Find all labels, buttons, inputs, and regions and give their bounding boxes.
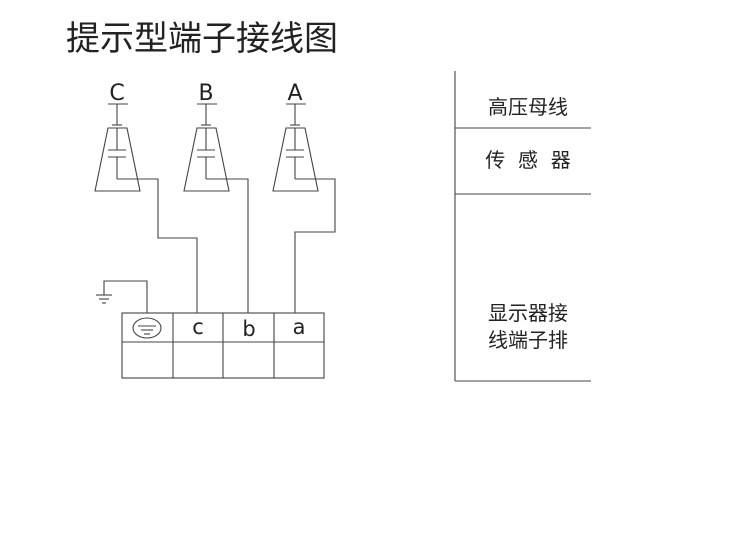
- ground-icon: [96, 280, 148, 313]
- wire-c: [117, 178, 198, 313]
- diagram-title: 提示型端子接线图: [66, 19, 338, 59]
- terminal-label-b: b: [242, 317, 255, 341]
- sensor-b: [183, 103, 230, 192]
- ground-terminal-icon: [132, 317, 162, 339]
- phase-label-b: B: [198, 81, 213, 106]
- terminal-label-a: a: [293, 315, 306, 339]
- legend-terminal-line2: 线端子排: [488, 328, 568, 352]
- wire-a: [294, 178, 336, 313]
- phase-label-a: A: [287, 81, 302, 106]
- sensor-c: [94, 103, 141, 192]
- wire-b: [206, 178, 249, 313]
- sensor-a: [272, 103, 319, 192]
- terminal-block: [121, 312, 325, 379]
- legend-lines: [454, 71, 591, 382]
- legend-terminal-line1: 显示器接: [488, 301, 568, 325]
- phase-label-c: C: [109, 81, 124, 106]
- terminal-label-c: c: [192, 315, 204, 339]
- legend-sensor: 传 感 器: [485, 148, 570, 172]
- legend-high-voltage-busbar: 高压母线: [488, 95, 568, 119]
